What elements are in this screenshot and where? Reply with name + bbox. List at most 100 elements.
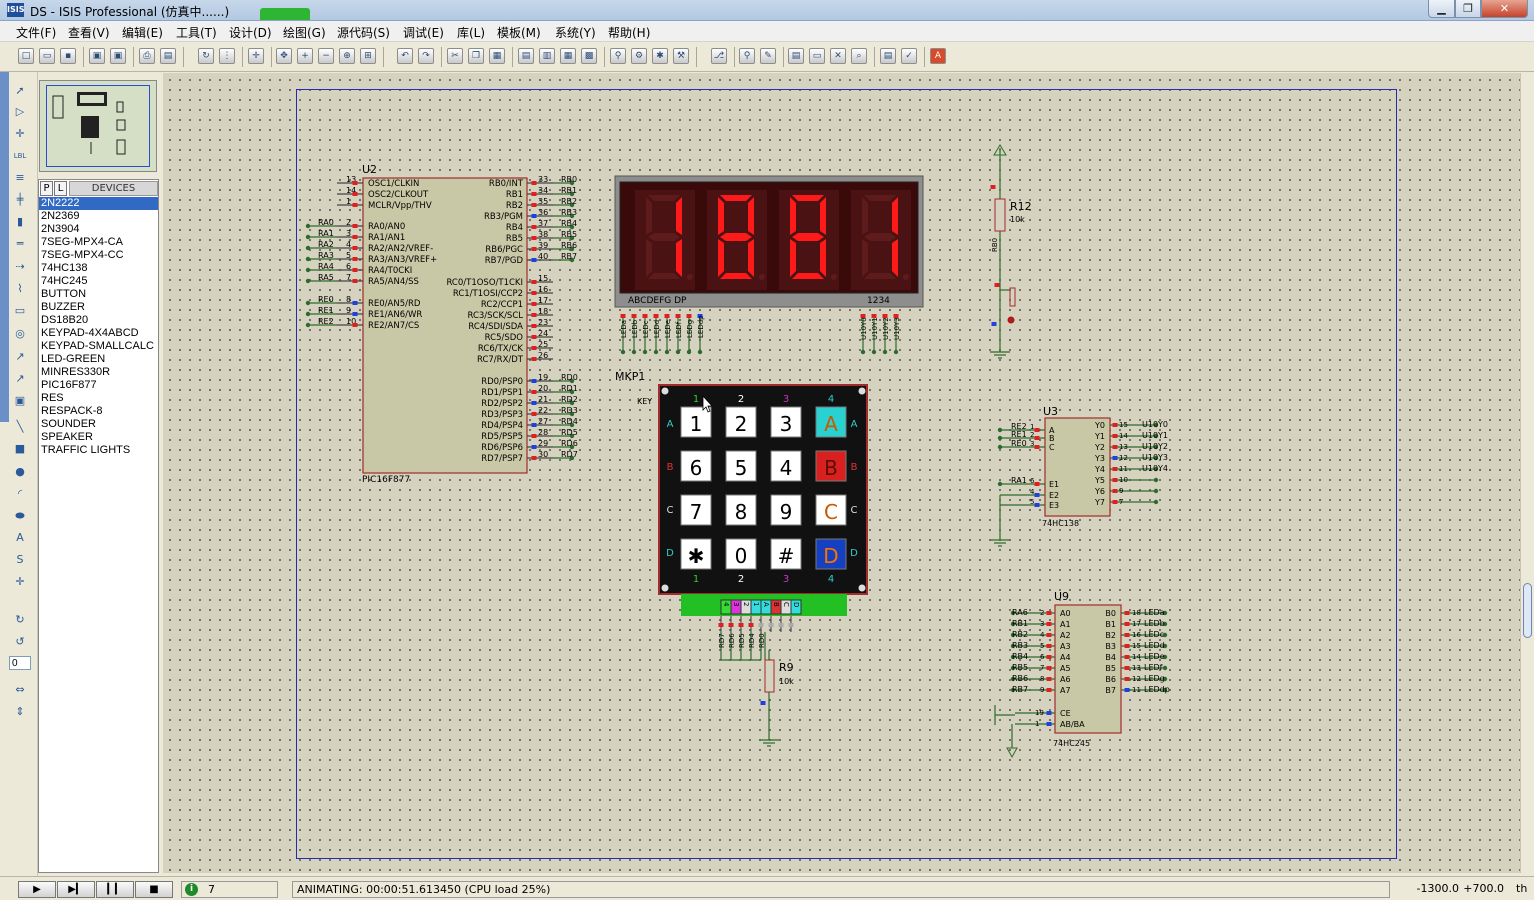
menu-item[interactable]: 设计(D) <box>229 26 272 40</box>
symbol-tool-icon[interactable]: S <box>16 553 24 566</box>
menu-item[interactable]: 系统(Y) <box>555 26 596 40</box>
vertical-scrollbar[interactable] <box>1520 73 1534 873</box>
rotation-angle-input[interactable] <box>9 656 31 670</box>
device-list-item[interactable]: 2N3904 <box>41 223 80 235</box>
wire-label-icon[interactable]: LBL <box>13 152 27 160</box>
save-icon[interactable]: ▪ <box>60 48 76 64</box>
zoom-in-icon[interactable]: + <box>297 48 313 64</box>
sheet-zoom-icon[interactable]: ⌕ <box>851 48 867 64</box>
line-tool-icon[interactable]: ╲ <box>16 420 24 433</box>
graph-mode-icon[interactable]: ⌇ <box>17 282 23 295</box>
device-list-item[interactable]: 7SEG-MPX4-CA <box>41 236 123 248</box>
device-list-item[interactable]: 74HC245 <box>41 275 88 287</box>
print-icon[interactable]: ⎙ <box>139 48 155 64</box>
device-list-item[interactable]: RES <box>41 392 64 404</box>
menu-item[interactable]: 模板(M) <box>497 26 541 40</box>
mirror-x-icon[interactable]: ⇔ <box>15 683 25 696</box>
text-tool-icon[interactable]: A <box>16 531 24 544</box>
virtual-instrument-icon[interactable]: ▣ <box>14 394 26 407</box>
property-tool-icon[interactable]: ✎ <box>760 48 776 64</box>
terminal-mode-icon[interactable]: ═ <box>16 237 24 250</box>
box-tool-icon[interactable]: ■ <box>14 442 26 455</box>
device-list-item[interactable]: SPEAKER <box>41 431 93 443</box>
pan-icon[interactable]: ✥ <box>276 48 292 64</box>
zoom-slider-thumb[interactable] <box>1523 583 1532 638</box>
component-mode-icon[interactable]: ▷ <box>15 105 25 118</box>
device-list-item[interactable]: KEYPAD-4X4ABCD <box>41 327 139 339</box>
paste-icon[interactable]: ▦ <box>489 48 505 64</box>
cut-icon[interactable]: ✂ <box>447 48 463 64</box>
bus-mode-icon[interactable]: ╪ <box>16 193 24 206</box>
block-move-icon[interactable]: ▥ <box>539 48 555 64</box>
pick-devices-button[interactable]: P <box>40 181 53 196</box>
menu-item[interactable]: 文件(F) <box>16 26 57 40</box>
zoom-out-icon[interactable]: − <box>318 48 334 64</box>
make-device-icon[interactable]: ⚙ <box>631 48 647 64</box>
device-list-item[interactable]: SOUNDER <box>41 418 97 430</box>
path-tool-icon[interactable]: ⬬ <box>15 509 25 522</box>
zoom-all-icon[interactable]: ⊕ <box>339 48 355 64</box>
device-list-item[interactable]: RESPACK-8 <box>41 405 103 417</box>
package-tool-icon[interactable]: ✱ <box>652 48 668 64</box>
device-list-item[interactable]: 74HC138 <box>41 262 88 274</box>
origin-icon[interactable]: ✛ <box>248 48 264 64</box>
zoom-area-icon[interactable]: ⊞ <box>360 48 376 64</box>
device-list-item[interactable]: 2N2222 <box>39 197 158 210</box>
wire-autorouter-icon[interactable]: ⎇ <box>711 48 727 64</box>
device-list-item[interactable]: DS18B20 <box>41 314 89 326</box>
rotate-cw-icon[interactable]: ↻ <box>15 613 25 626</box>
marker-tool-icon[interactable]: ✛ <box>15 575 25 588</box>
print-area-icon[interactable]: ▤ <box>160 48 176 64</box>
export-icon[interactable]: ▣ <box>110 48 126 64</box>
text-script-icon[interactable]: ≡ <box>15 171 25 184</box>
pick-device-icon[interactable]: ⚲ <box>610 48 626 64</box>
close-button[interactable]: ✕ <box>1481 0 1528 18</box>
device-list-item[interactable]: 7SEG-MPX4-CC <box>41 249 124 261</box>
voltage-probe-icon[interactable]: ↗ <box>15 350 25 363</box>
device-list-item[interactable]: PIC16F877 <box>41 379 97 391</box>
sheet-new-icon[interactable]: ▤ <box>788 48 804 64</box>
erc-icon[interactable]: ✓ <box>901 48 917 64</box>
menu-item[interactable]: 编辑(E) <box>122 26 163 40</box>
block-rotate-icon[interactable]: ▦ <box>560 48 576 64</box>
menu-item[interactable]: 查看(V) <box>68 26 110 40</box>
redo-icon[interactable]: ↷ <box>418 48 434 64</box>
menu-item[interactable]: 绘图(G) <box>283 26 326 40</box>
import-icon[interactable]: ▣ <box>89 48 105 64</box>
pause-button[interactable]: ▎▎ <box>96 881 134 898</box>
tape-recorder-icon[interactable]: ▭ <box>14 304 26 317</box>
device-list-item[interactable]: LED-GREEN <box>41 353 106 365</box>
bom-icon[interactable]: ▤ <box>880 48 896 64</box>
search-icon[interactable]: ⚲ <box>739 48 755 64</box>
open-file-icon[interactable]: ▭ <box>39 48 55 64</box>
menu-item[interactable]: 调试(E) <box>403 26 444 40</box>
sheet-remove-icon[interactable]: ▭ <box>809 48 825 64</box>
grid-icon[interactable]: ⋮ <box>219 48 235 64</box>
device-list-item[interactable]: BUZZER <box>41 301 85 313</box>
play-button[interactable]: ▶ <box>18 881 56 898</box>
subcircuit-icon[interactable]: ▮ <box>16 215 24 228</box>
device-list-item[interactable]: MINRES330R <box>41 366 111 378</box>
device-list-item[interactable]: 2N2369 <box>41 210 80 222</box>
circle-tool-icon[interactable]: ● <box>15 465 25 478</box>
menu-item[interactable]: 库(L) <box>457 26 486 40</box>
messages-indicator[interactable]: i 7 Message(s) <box>181 881 278 900</box>
menu-item[interactable]: 源代码(S) <box>337 26 390 40</box>
arc-tool-icon[interactable]: ◜ <box>17 487 23 500</box>
menu-item[interactable]: 工具(T) <box>176 26 217 40</box>
step-button[interactable]: ▶▎ <box>57 881 95 898</box>
block-delete-icon[interactable]: ▩ <box>581 48 597 64</box>
overview-window[interactable] <box>39 80 157 172</box>
sheet-exit-icon[interactable]: ✕ <box>830 48 846 64</box>
new-file-icon[interactable]: □ <box>18 48 34 64</box>
copy-icon[interactable]: ❐ <box>468 48 484 64</box>
minimize-button[interactable]: ▁ <box>1428 0 1455 18</box>
device-list-item[interactable]: TRAFFIC LIGHTS <box>41 444 131 456</box>
generator-icon[interactable]: ◎ <box>15 327 25 340</box>
undo-icon[interactable]: ↶ <box>397 48 413 64</box>
mirror-y-icon[interactable]: ⇕ <box>15 705 25 718</box>
rotate-ccw-icon[interactable]: ↺ <box>15 635 25 648</box>
library-manager-button[interactable]: L <box>54 181 67 196</box>
current-probe-icon[interactable]: ↗ <box>15 372 25 385</box>
